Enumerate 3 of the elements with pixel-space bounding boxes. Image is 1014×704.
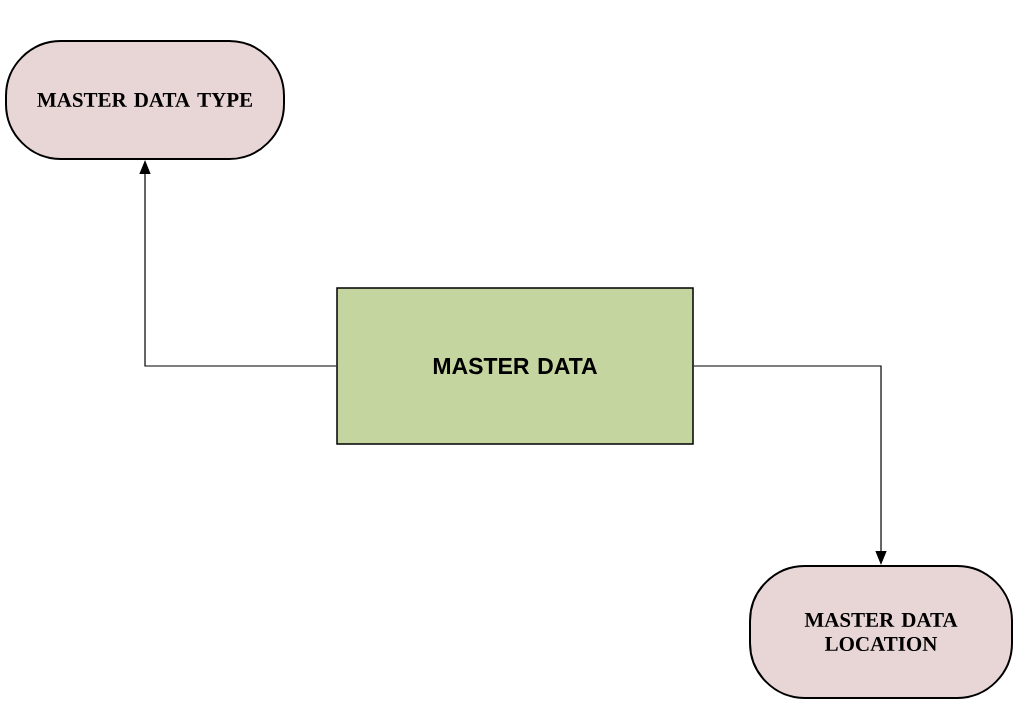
process-box: MASTER DATA xyxy=(336,287,694,445)
rounded-box: MASTER DATA LOCATION xyxy=(749,565,1013,699)
rounded-box: MASTER DATA TYPE xyxy=(5,40,285,160)
